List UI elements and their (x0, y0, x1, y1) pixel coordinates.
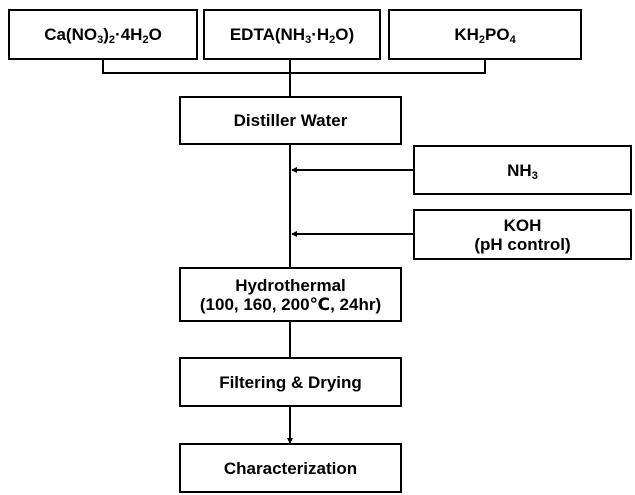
node-nh3-label: NH3 (507, 160, 538, 182)
node-koh-line1: KOH (503, 215, 542, 235)
node-hydrothermal-line2: (100, 160, 200℃, 24hr) (199, 294, 382, 314)
node-kh2po4-label: KH2PO4 (454, 25, 516, 46)
node-ca-nitrate: Ca(NO3)2·4H2O (8, 9, 198, 60)
node-hydrothermal-line1: Hydrothermal (235, 275, 346, 295)
node-nh3: NH3 (413, 145, 632, 195)
node-filtering-drying-label: Filtering & Drying (219, 372, 362, 392)
node-distilled-water-label: Distiller Water (233, 111, 348, 130)
node-hydrothermal: Hydrothermal (100, 160, 200℃, 24hr) (179, 267, 402, 322)
node-characterization-label: Characterization (223, 458, 358, 478)
node-filtering-drying: Filtering & Drying (179, 357, 402, 407)
node-characterization: Characterization (179, 443, 402, 493)
node-distilled-water: Distiller Water (179, 96, 402, 145)
node-koh-line2: (pH control) (474, 234, 571, 254)
node-koh: KOH (pH control) (413, 209, 632, 260)
node-edta: EDTA(NH3·H2O) (203, 9, 381, 60)
node-kh2po4: KH2PO4 (388, 9, 582, 60)
node-ca-nitrate-label: Ca(NO3)2·4H2O (44, 25, 162, 46)
node-edta-label: EDTA(NH3·H2O) (229, 25, 355, 46)
